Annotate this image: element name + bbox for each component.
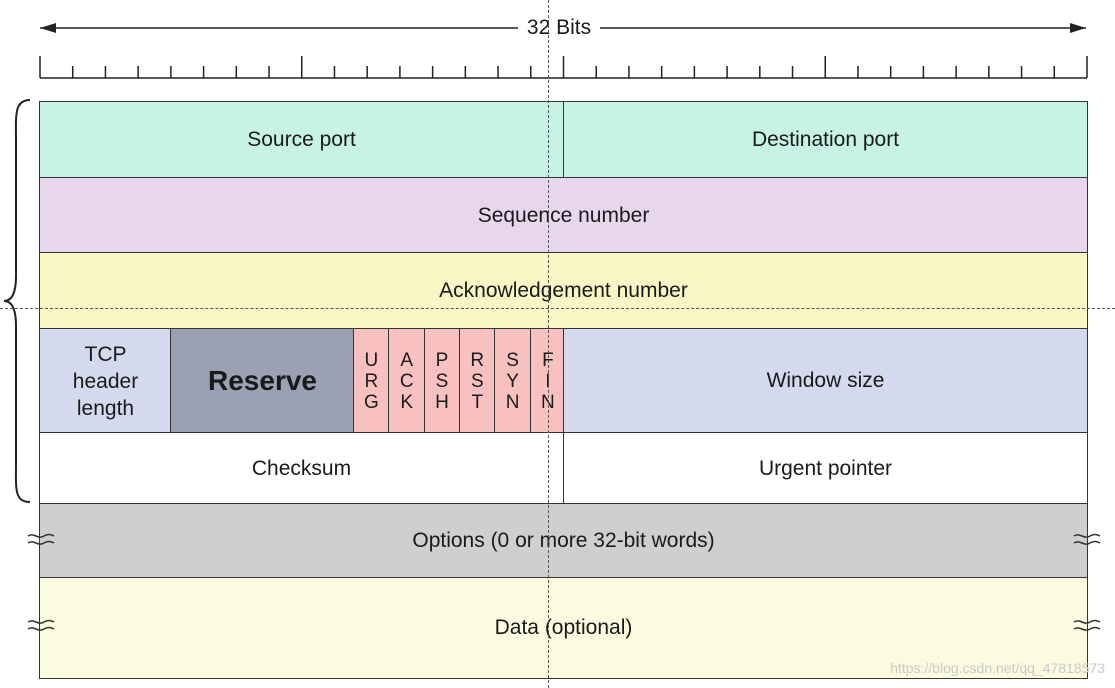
flag-letter: U: [364, 349, 379, 371]
tcp-header-length-field: TCP header length: [39, 328, 172, 434]
reserve-field: Reserve: [170, 328, 355, 434]
flag-letter: S: [435, 370, 449, 392]
flag-letter: N: [541, 391, 555, 413]
watermark: https://blog.csdn.net/qq_47818573: [890, 660, 1105, 676]
flag-letter: C: [399, 370, 414, 392]
arrow-right-icon: [1070, 23, 1086, 33]
ruler-ticks: [39, 56, 1088, 78]
flag-letter: T: [471, 391, 484, 413]
sequence-number-field: Sequence number: [39, 177, 1088, 254]
break-mark-icon: [1073, 533, 1101, 545]
flag-letter: P: [435, 349, 449, 371]
options-field: Options (0 or more 32-bit words): [39, 503, 1088, 579]
flag-letter: H: [435, 391, 449, 413]
flag-letter: K: [400, 391, 414, 413]
tcp-header-length-line: length: [76, 396, 135, 420]
flag-letter: F: [542, 349, 554, 371]
flag-letter: I: [545, 370, 551, 392]
flag-letter: R: [470, 349, 485, 371]
bits-label: 32 Bits: [518, 14, 600, 42]
destination-port-field: Destination port: [563, 101, 1088, 179]
break-mark-icon: [27, 533, 55, 545]
flag-letter: N: [505, 391, 520, 413]
source-port-field: Source port: [39, 101, 564, 179]
header-brace: [3, 99, 31, 503]
tcp-header-length-line: TCP: [84, 342, 127, 366]
guide-line-vertical: [548, 0, 549, 688]
flag-letter: Y: [506, 370, 519, 392]
flag-letter: S: [470, 370, 484, 392]
flag-letter: S: [506, 349, 519, 371]
break-mark-icon: [1073, 619, 1101, 631]
window-size-field: Window size: [563, 328, 1088, 434]
checksum-field: Checksum: [39, 432, 564, 505]
data-field: Data (optional): [39, 577, 1088, 679]
acknowledgement-number-field: Acknowledgement number: [39, 252, 1088, 330]
flag-letter: R: [364, 370, 379, 392]
flag-letter: G: [364, 391, 379, 413]
arrow-left-icon: [40, 23, 56, 33]
guide-line-horizontal: [0, 308, 1115, 309]
tcp-header-length-line: header: [72, 369, 139, 393]
flag-letter: A: [400, 349, 414, 371]
break-mark-icon: [27, 619, 55, 631]
urgent-pointer-field: Urgent pointer: [563, 432, 1088, 505]
